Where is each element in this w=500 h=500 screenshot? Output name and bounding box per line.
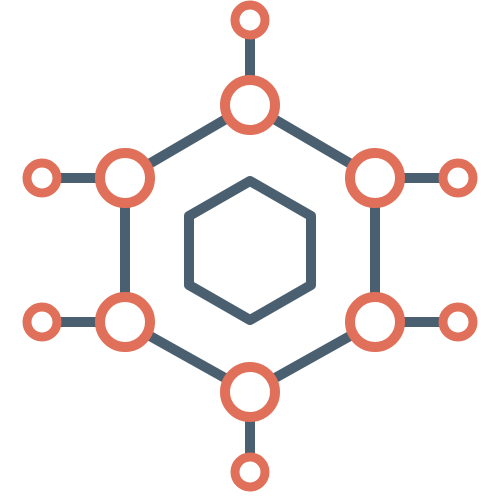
atom-nodes xyxy=(22,0,478,492)
ring-atom xyxy=(95,292,155,352)
ring-atom xyxy=(95,148,155,208)
outer-atom xyxy=(438,302,478,342)
outer-atom xyxy=(22,158,62,198)
outer-atom xyxy=(438,158,478,198)
outer-atom xyxy=(230,0,270,40)
outer-atom xyxy=(230,452,270,492)
ring-atom xyxy=(220,75,280,135)
outer-atom xyxy=(22,302,62,342)
ring-atom xyxy=(345,148,405,208)
inner-hexagon xyxy=(184,176,316,325)
ring-atom xyxy=(220,362,280,422)
ring-atom xyxy=(345,292,405,352)
